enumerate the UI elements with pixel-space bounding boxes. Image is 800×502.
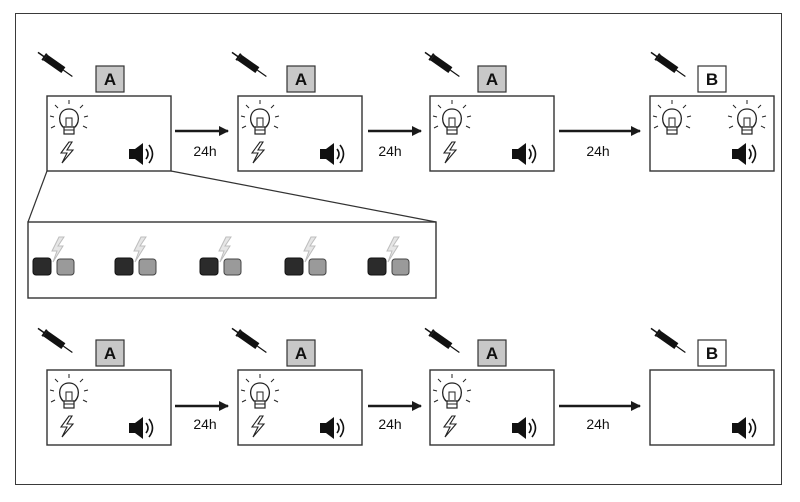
context-tag-a: A bbox=[95, 65, 125, 93]
context-label: A bbox=[104, 70, 116, 89]
light-bulb-icon bbox=[432, 100, 472, 135]
context-label: B bbox=[706, 344, 718, 363]
figure-frame bbox=[15, 13, 782, 485]
shock-icon bbox=[250, 415, 266, 438]
light-bulb-icon bbox=[240, 100, 280, 135]
context-label: A bbox=[295, 70, 307, 89]
context-tag-a: A bbox=[95, 339, 125, 367]
dark-block-icon bbox=[284, 257, 304, 276]
dark-block-icon bbox=[367, 257, 387, 276]
syringe-icon bbox=[650, 327, 686, 353]
speaker-icon bbox=[320, 143, 345, 165]
shock-icon bbox=[59, 415, 75, 438]
light-bulb-icon bbox=[49, 100, 89, 135]
shock-icon bbox=[442, 141, 458, 164]
trial-pair bbox=[284, 236, 327, 276]
shock-icon bbox=[218, 236, 232, 263]
syringe-icon bbox=[231, 327, 267, 353]
speaker-icon bbox=[512, 417, 537, 439]
context-tag-a: A bbox=[477, 65, 507, 93]
shock-icon bbox=[386, 236, 400, 263]
context-label: A bbox=[486, 344, 498, 363]
delay-label: 24h bbox=[193, 143, 216, 159]
light-block-icon bbox=[308, 258, 327, 276]
light-block-icon bbox=[138, 258, 157, 276]
speaker-icon bbox=[512, 143, 537, 165]
shock-icon bbox=[442, 415, 458, 438]
syringe-icon bbox=[37, 51, 73, 77]
syringe-icon bbox=[231, 51, 267, 77]
delay-label: 24h bbox=[378, 143, 401, 159]
dark-block-icon bbox=[199, 257, 219, 276]
syringe-icon bbox=[424, 51, 460, 77]
syringe-icon bbox=[424, 327, 460, 353]
light-bulb-icon bbox=[432, 374, 472, 409]
delay-label: 24h bbox=[193, 416, 216, 432]
context-label: B bbox=[706, 70, 718, 89]
light-block-icon bbox=[391, 258, 410, 276]
shock-icon bbox=[133, 236, 147, 263]
context-tag-a: A bbox=[477, 339, 507, 367]
context-tag-b: B bbox=[697, 339, 727, 367]
speaker-icon bbox=[129, 143, 154, 165]
syringe-icon bbox=[37, 327, 73, 353]
light-bulb-icon bbox=[240, 374, 280, 409]
zoom-connector bbox=[27, 170, 48, 223]
dark-block-icon bbox=[114, 257, 134, 276]
delay-label: 24h bbox=[586, 143, 609, 159]
light-bulb-icon bbox=[49, 374, 89, 409]
light-block-icon bbox=[56, 258, 75, 276]
trial-pair bbox=[114, 236, 157, 276]
trial-pair bbox=[367, 236, 410, 276]
dark-block-icon bbox=[32, 257, 52, 276]
context-label: A bbox=[295, 344, 307, 363]
zoom-connector bbox=[170, 170, 437, 223]
delay-label: 24h bbox=[378, 416, 401, 432]
context-label: A bbox=[104, 344, 116, 363]
shock-icon bbox=[303, 236, 317, 263]
speaker-icon bbox=[320, 417, 345, 439]
trial-pair bbox=[32, 236, 75, 276]
session-box bbox=[649, 369, 775, 446]
context-tag-a: A bbox=[286, 65, 316, 93]
light-bulb-icon bbox=[652, 100, 692, 135]
shock-icon bbox=[51, 236, 65, 263]
trial-pair bbox=[199, 236, 242, 276]
context-label: A bbox=[486, 70, 498, 89]
shock-icon bbox=[250, 141, 266, 164]
context-tag-a: A bbox=[286, 339, 316, 367]
context-tag-b: B bbox=[697, 65, 727, 93]
delay-label: 24h bbox=[586, 416, 609, 432]
speaker-icon bbox=[129, 417, 154, 439]
speaker-icon bbox=[732, 417, 757, 439]
speaker-icon bbox=[732, 143, 757, 165]
light-block-icon bbox=[223, 258, 242, 276]
light-bulb-icon bbox=[727, 100, 767, 135]
shock-icon bbox=[59, 141, 75, 164]
syringe-icon bbox=[650, 51, 686, 77]
